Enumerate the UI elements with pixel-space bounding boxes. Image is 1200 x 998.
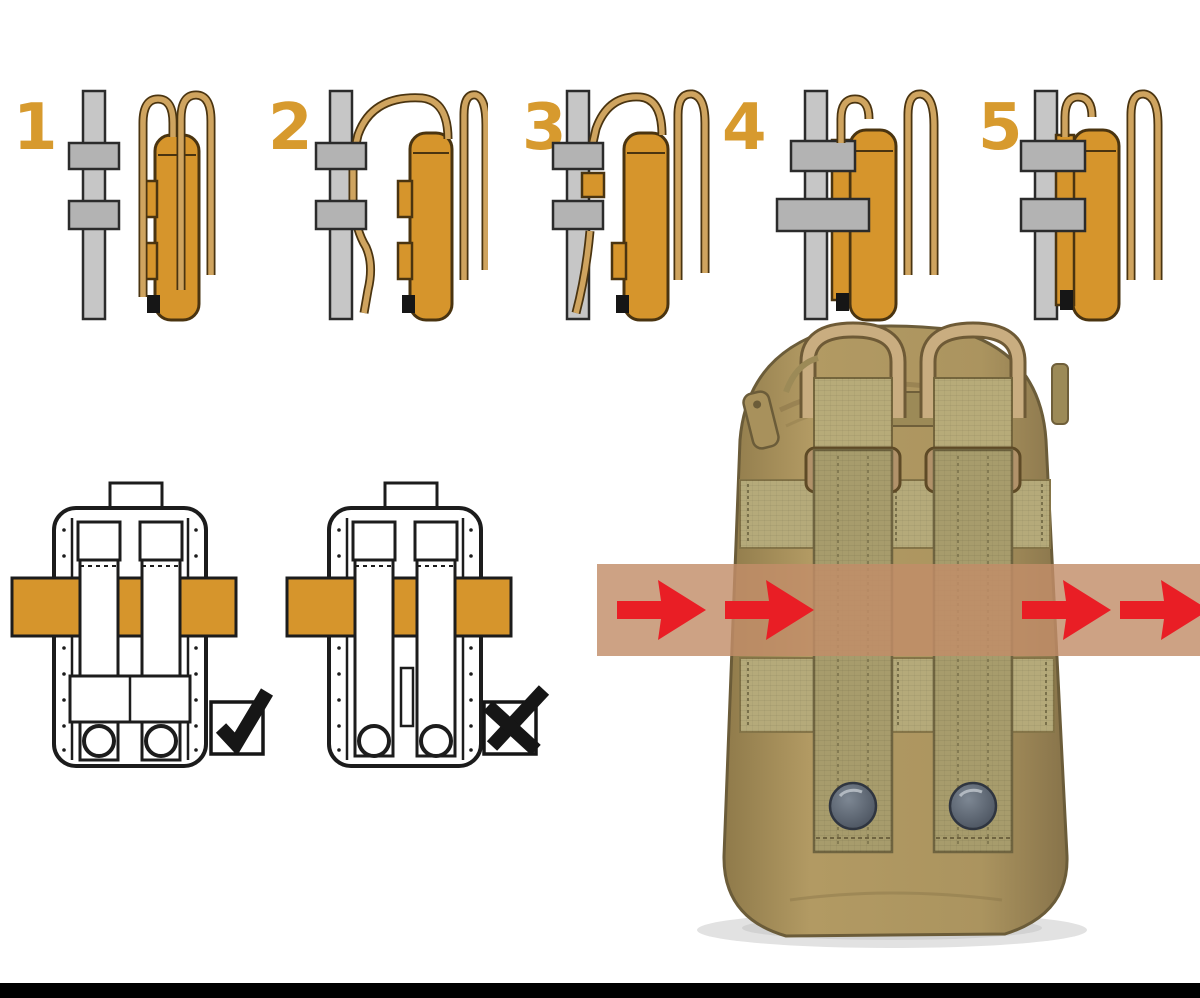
step-number: 1	[13, 91, 58, 165]
open-strap-loop-icon	[459, 90, 488, 280]
pouch-side-view	[138, 90, 216, 322]
x-mark-icon	[482, 685, 550, 756]
strap-top-webbing	[813, 377, 1013, 453]
snap-end-icon	[402, 295, 415, 313]
snap-circle	[419, 724, 453, 758]
snap-circle	[82, 724, 116, 758]
side-loop	[1051, 363, 1069, 425]
step-number: 5	[978, 91, 1023, 165]
step-2-diagram: 2	[268, 89, 488, 322]
snap-end-icon	[1060, 290, 1073, 310]
step-3-diagram: 3	[522, 89, 710, 322]
arrow-right-icon	[1120, 580, 1200, 640]
step-1-diagram: 1	[13, 89, 216, 322]
belt-column-icon	[67, 89, 121, 321]
webbing-clamps	[551, 141, 605, 231]
d-ring-icon	[919, 321, 1027, 418]
step-number: 4	[722, 91, 767, 165]
snap-circle	[357, 724, 391, 758]
webbing-clamps	[1019, 139, 1087, 233]
belt-strip	[10, 576, 238, 638]
center-strip	[399, 666, 415, 728]
webbing-clamps	[314, 141, 368, 231]
incorrect-method-diagram	[285, 481, 513, 768]
snap-end-icon	[147, 295, 160, 313]
snap-button-icon	[948, 781, 998, 831]
step-4-diagram: 4	[722, 89, 939, 322]
open-strap-loop-icon	[673, 89, 710, 280]
step-5-diagram: 5	[978, 89, 1163, 322]
open-strap-loop-icon	[1126, 89, 1163, 280]
bottom-bar	[0, 983, 1200, 998]
d-ring-icon	[799, 321, 907, 418]
cord-lock-toggle	[742, 355, 819, 450]
step-number: 2	[268, 91, 313, 165]
webbing-clamps	[775, 139, 871, 233]
snap-end-icon	[616, 295, 629, 313]
arrow-row	[617, 580, 1200, 640]
pouch-side-view	[396, 131, 454, 322]
snap-button-icon	[828, 781, 878, 831]
threaded-strap-icon	[571, 92, 667, 315]
open-strap-loop-icon	[903, 89, 939, 275]
belt-strip	[285, 576, 513, 638]
correct-method-diagram	[10, 481, 238, 768]
pouch-side-view	[610, 131, 670, 322]
arrow-right-icon	[725, 580, 814, 640]
arrow-right-icon	[617, 580, 706, 640]
snap-end-icon	[836, 293, 849, 311]
snap-circle	[144, 724, 178, 758]
belt-channel-overlay	[597, 564, 1200, 656]
arrow-right-icon	[1022, 580, 1111, 640]
checkmark-icon	[209, 688, 274, 756]
strap-between-clamps	[580, 171, 606, 199]
molle-straps-front	[351, 520, 459, 758]
